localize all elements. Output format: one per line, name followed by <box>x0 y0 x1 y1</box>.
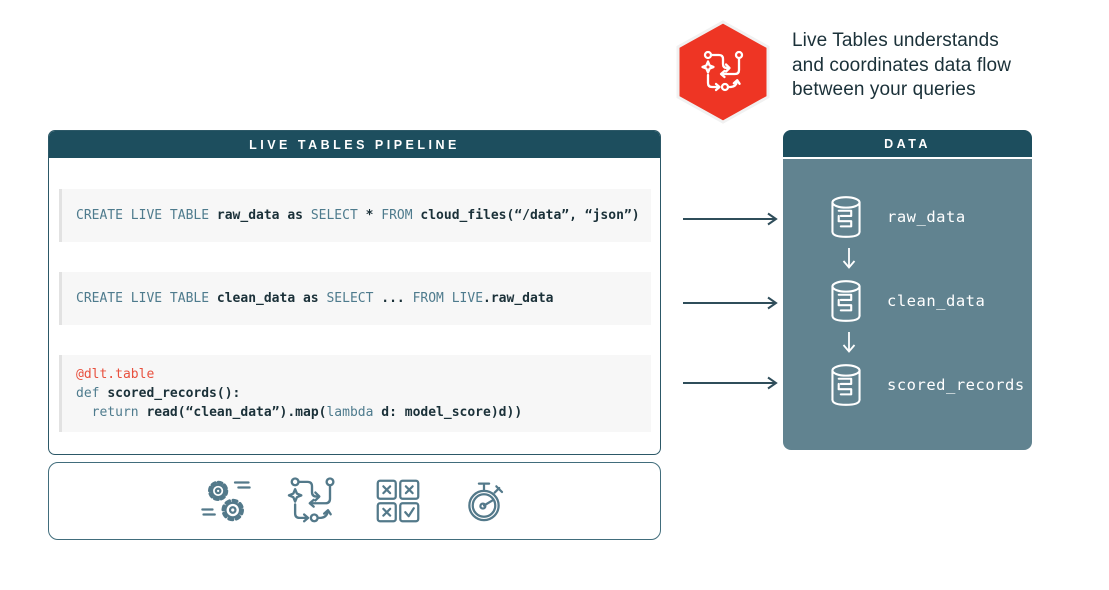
callout-line-3: between your queries <box>792 79 976 100</box>
features-bar <box>48 462 661 540</box>
right-arrow-icon <box>681 375 781 391</box>
data-panel-title: DATA <box>884 136 931 151</box>
callout-text: Live Tables understands and coordinates … <box>792 29 1011 103</box>
pipeline-flow-icon <box>287 477 335 523</box>
code-line: CREATE LIVE TABLE raw_data as SELECT * F… <box>76 208 640 223</box>
data-panel-header: DATA <box>783 130 1032 157</box>
data-table-row: clean_data <box>783 274 1032 328</box>
code-line: CREATE LIVE TABLE clean_data as SELECT .… <box>76 291 554 306</box>
data-panel-body: raw_data clean_data <box>783 159 1032 450</box>
right-arrow-icon <box>681 295 781 311</box>
down-arrow-icon <box>783 328 1032 358</box>
code-line: return read(“clean_data”).map(lambda d: … <box>91 405 523 420</box>
quality-checks-icon <box>376 479 419 523</box>
data-table-row: raw_data <box>783 190 1032 244</box>
pipeline-panel-header: LIVE TABLES PIPELINE <box>49 131 660 158</box>
database-icon <box>831 364 861 406</box>
database-icon <box>831 280 861 322</box>
code-line: @dlt.table <box>76 367 155 382</box>
code-block-clean-data: CREATE LIVE TABLE clean_data as SELECT .… <box>59 272 651 325</box>
pipeline-panel: LIVE TABLES PIPELINE CREATE LIVE TABLE r… <box>48 130 661 455</box>
code-line: def scored_records(): <box>76 386 241 401</box>
down-arrow-icon <box>783 244 1032 274</box>
delta-live-tables-hexagon-icon <box>676 20 770 124</box>
table-label: clean_data <box>887 292 986 310</box>
pipeline-flow-glyph <box>701 50 744 92</box>
callout-line-2: and coordinates data flow <box>792 54 1012 76</box>
timer-icon <box>467 482 503 522</box>
data-table-row: scored_records <box>783 358 1032 412</box>
table-label: scored_records <box>887 376 1025 394</box>
right-arrow-icon <box>681 211 781 227</box>
pipeline-panel-title: LIVE TABLES PIPELINE <box>249 137 460 152</box>
database-icon <box>831 196 861 238</box>
code-block-scored-records: @dlt.table def scored_records(): return r… <box>59 355 651 432</box>
callout-line-1: Live Tables understands <box>792 30 999 51</box>
table-label: raw_data <box>887 208 966 226</box>
code-block-raw-data: CREATE LIVE TABLE raw_data as SELECT * F… <box>59 189 651 242</box>
data-panel: DATA raw_data <box>783 130 1032 450</box>
hexagon-icon <box>676 20 770 124</box>
automation-gears-icon <box>200 480 251 522</box>
